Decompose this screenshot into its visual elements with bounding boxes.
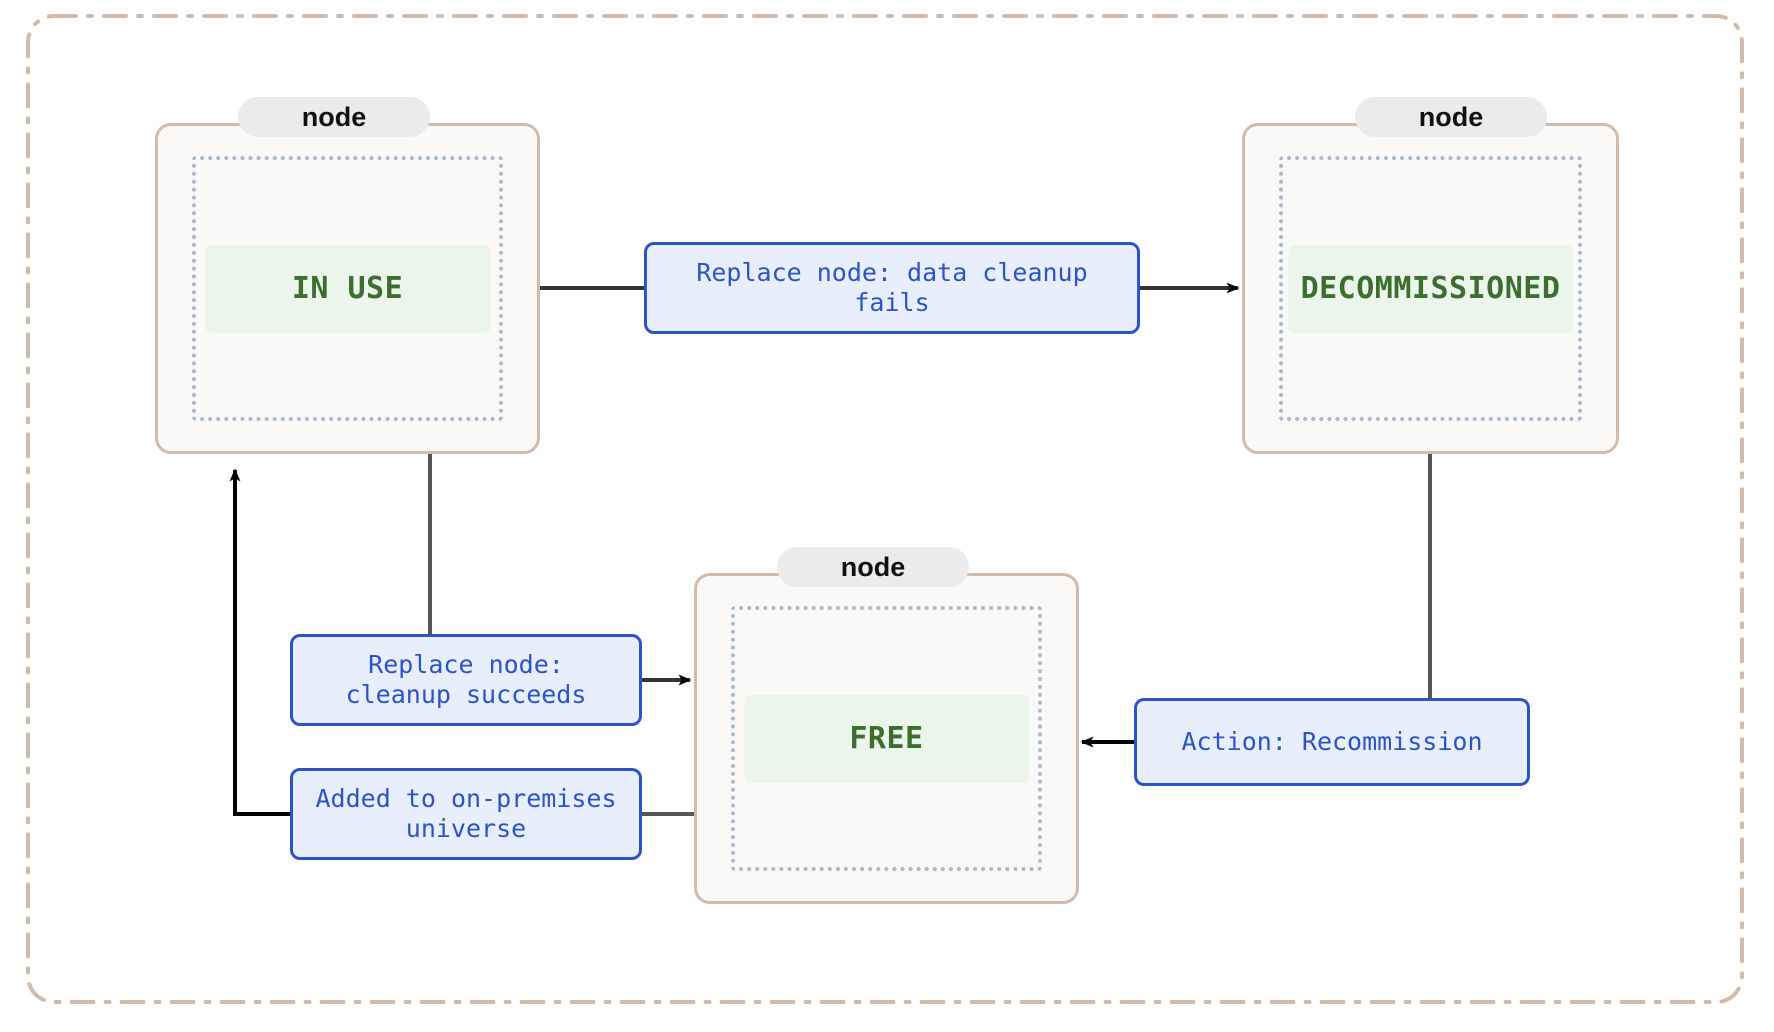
state-node-in-use[interactable]: node IN USE (155, 97, 540, 454)
node-inner-boundary-decommissioned (1279, 156, 1582, 421)
cluster-border (26, 14, 1744, 1004)
edge-label-replace-node-cleanup-succeeds[interactable]: Replace node: cleanup succeeds (290, 634, 642, 726)
node-group-label-in-use: node (238, 97, 430, 137)
edge-label-action-recommission[interactable]: Action: Recommission (1134, 698, 1530, 786)
edge-label-added-to-on-premises-universe[interactable]: Added to on-premises universe (290, 768, 642, 860)
state-label-in-use: IN USE (205, 244, 490, 333)
node-inner-boundary-free (731, 606, 1042, 871)
state-label-decommissioned: DECOMMISSIONED (1288, 244, 1573, 333)
node-group-label-free: node (777, 547, 969, 587)
state-label-free: FREE (744, 694, 1029, 783)
edge-label-replace-node-cleanup-fails[interactable]: Replace node: data cleanup fails (644, 242, 1140, 334)
edge-free-to-in-use-seg2 (229, 468, 290, 816)
node-group-label-decommissioned: node (1355, 97, 1547, 137)
state-node-decommissioned[interactable]: node DECOMMISSIONED (1242, 97, 1619, 454)
state-node-free[interactable]: node FREE (694, 547, 1079, 904)
node-inner-boundary-in-use (192, 156, 503, 421)
